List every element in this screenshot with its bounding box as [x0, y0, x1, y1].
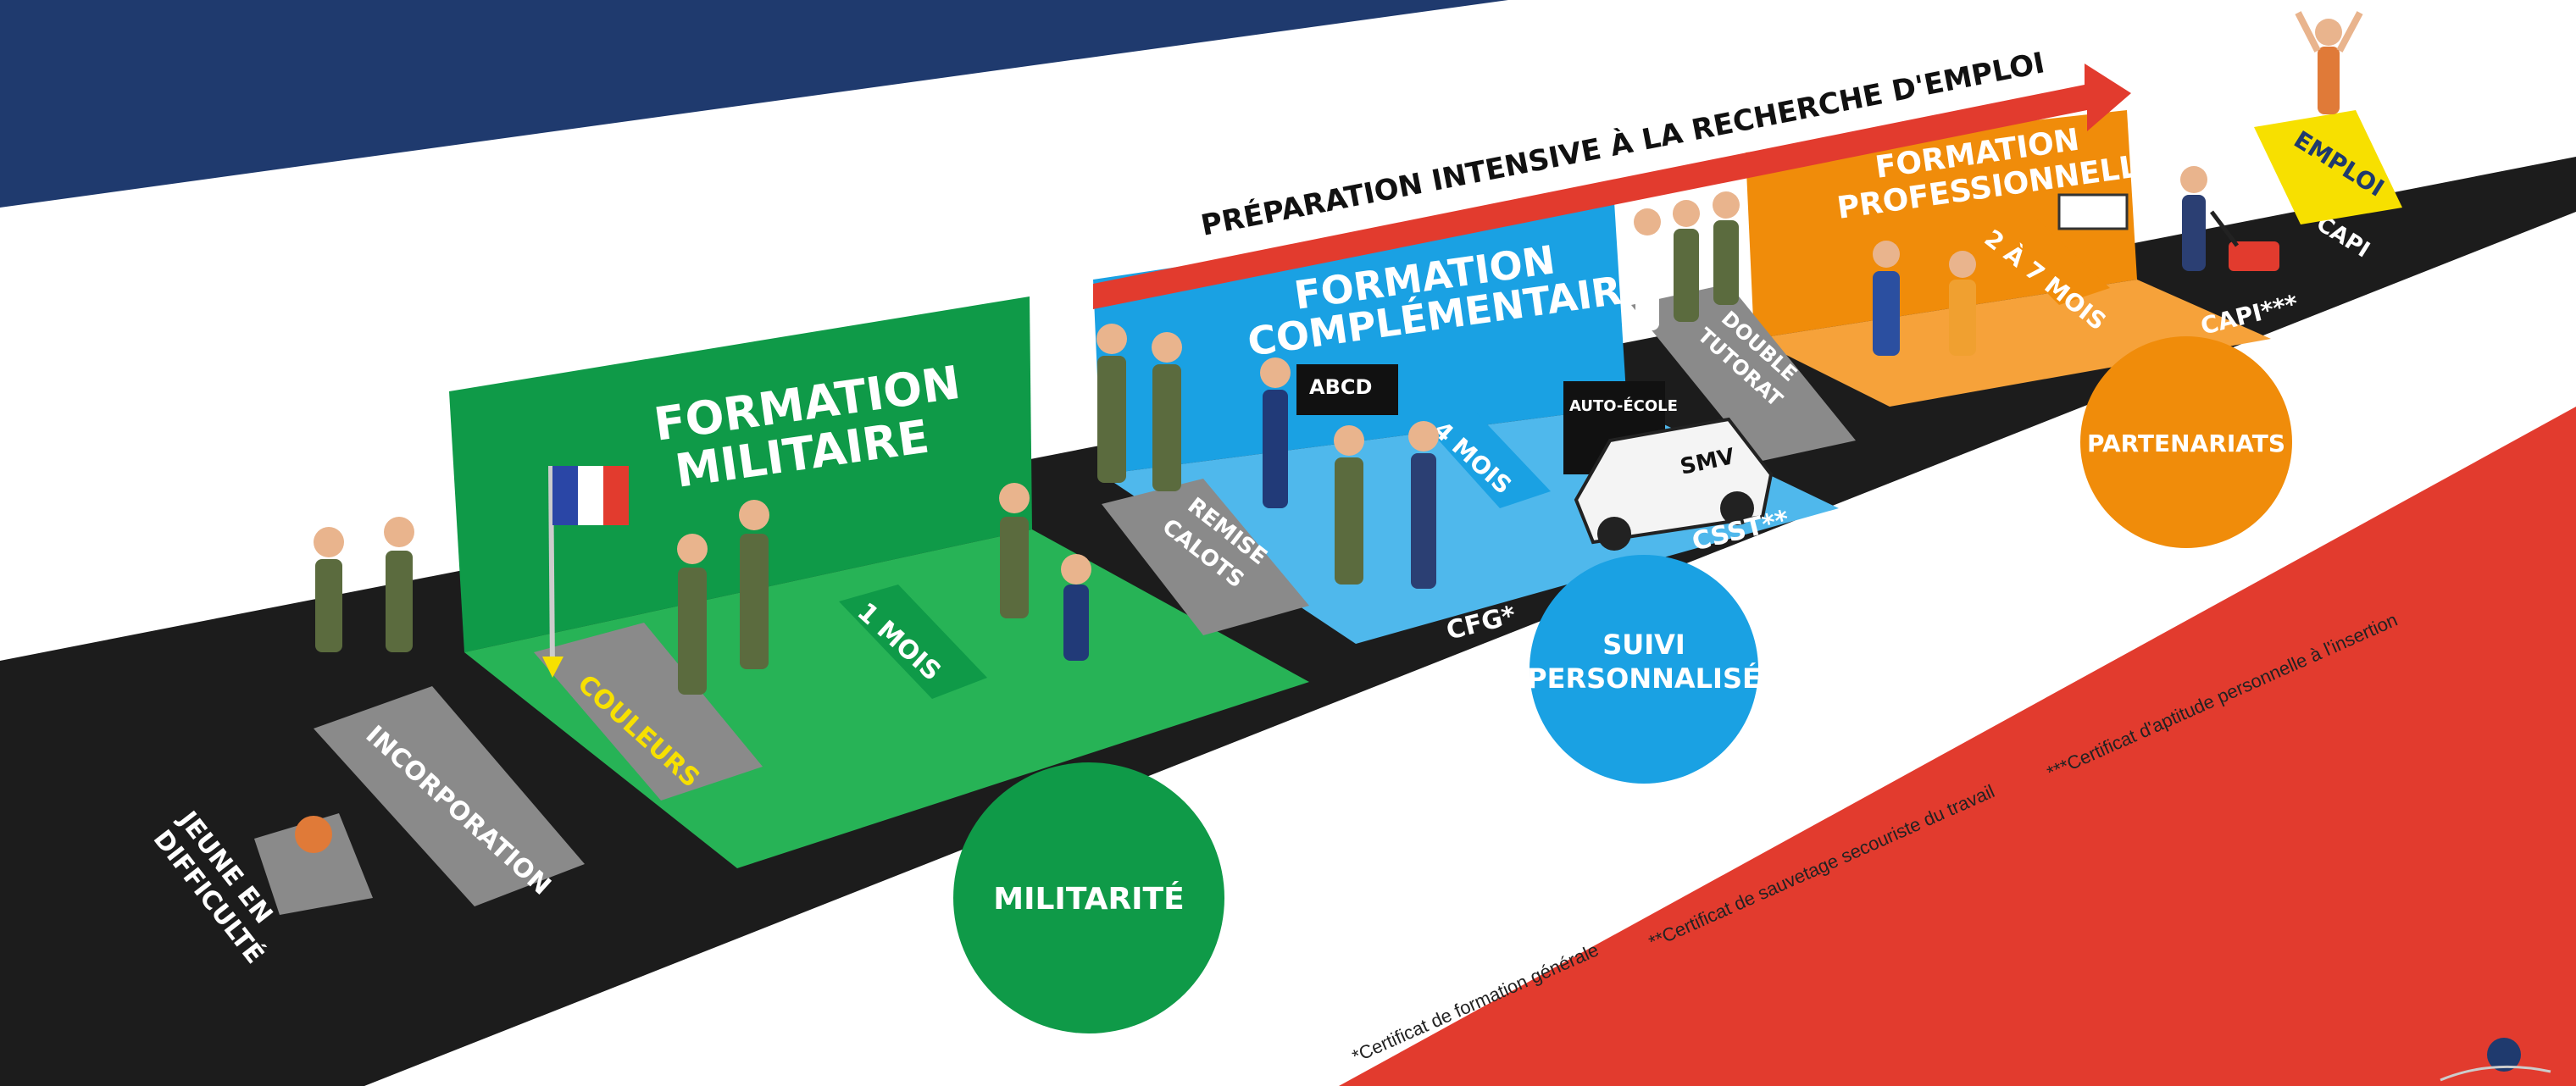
french-flag-icon [552, 466, 629, 525]
suivi-circle [1530, 555, 1758, 784]
deux-sept-mois-badge [1983, 216, 2110, 305]
militarite-circle [953, 762, 1224, 1033]
green-wall [449, 296, 1032, 652]
corner-dot-icon [2487, 1038, 2521, 1072]
corner-swoosh-icon [2440, 1065, 2551, 1082]
quatre-mois-badge [1424, 411, 1551, 508]
trainee-figures-blue [1096, 191, 1740, 589]
sad-youth-figure [295, 816, 332, 853]
red-corner-shape [1339, 407, 2576, 1086]
suivi-label-2: PERSONNALISÉ [1527, 662, 1761, 695]
emploi-sign [2254, 110, 2402, 224]
flag-pointer [542, 657, 564, 678]
orange-floor [1754, 280, 2271, 407]
recruit-figures [314, 517, 414, 652]
auto-ecole-label: AUTO-ÉCOLE [1569, 396, 1678, 415]
car-icon [1574, 417, 1774, 551]
start-marker [254, 813, 373, 915]
remise-calots-sign [1102, 479, 1309, 635]
worker-figures-orange [1873, 166, 2207, 356]
partenariats-label: PARTENARIATS [2087, 429, 2285, 457]
soldier-figures-green [677, 483, 1091, 695]
partenariats-circle [2080, 336, 2292, 548]
flag-pole [548, 465, 555, 670]
couleurs-sign [534, 623, 763, 801]
double-tutorat-sign [1631, 284, 1856, 462]
progress-arrow [1093, 64, 2131, 309]
blackboard-label: ABCD [1309, 375, 1372, 399]
navy-banner-shape [0, 0, 1508, 208]
lawnmower-icon [2210, 210, 2279, 271]
incorporation-sign [314, 686, 585, 906]
blackboard [1296, 364, 1398, 415]
militarite-label: MILITARITÉ [993, 881, 1184, 917]
suivi-label-1: SUIVI [1602, 629, 1685, 661]
happy-figure-icon [2295, 11, 2363, 114]
un-mois-badge [839, 585, 987, 699]
